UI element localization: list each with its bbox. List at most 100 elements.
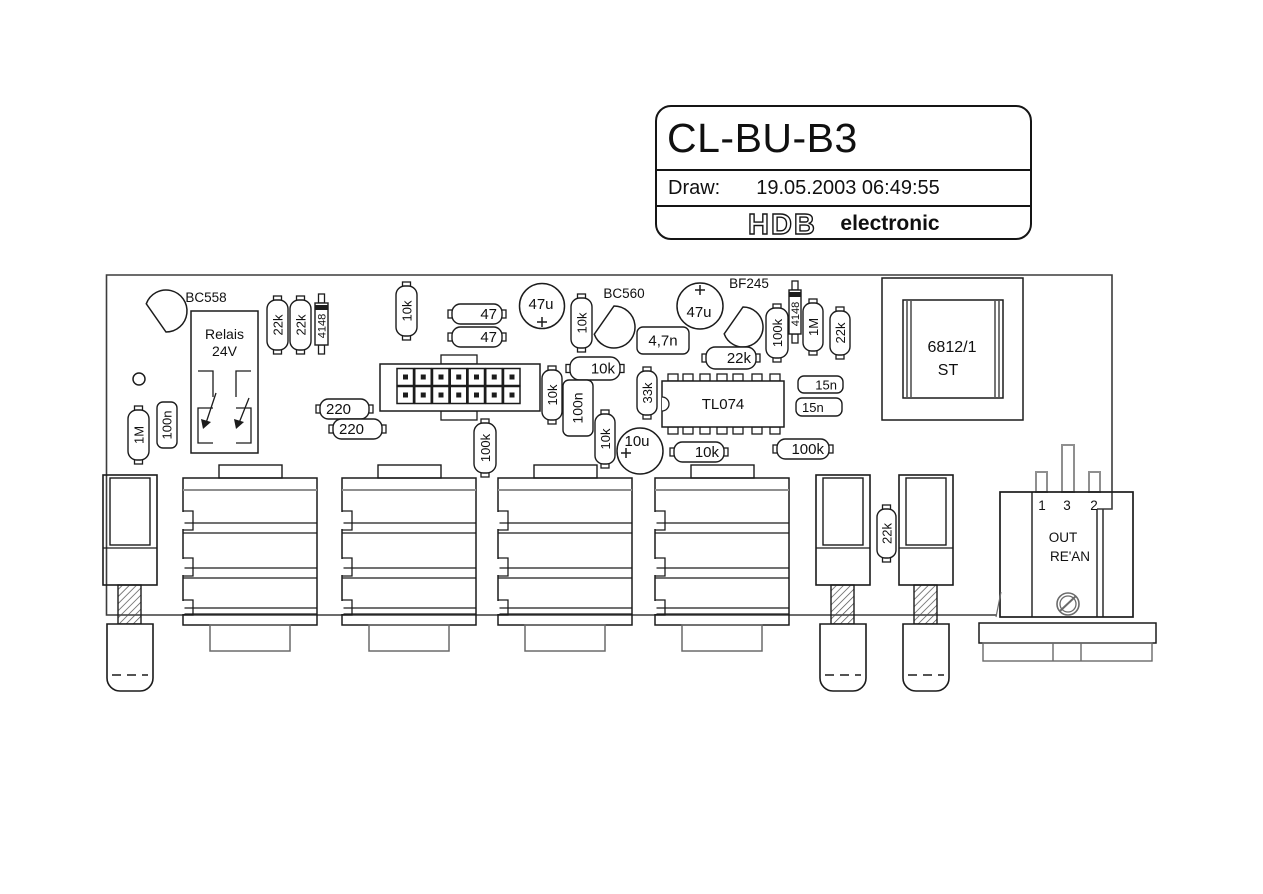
- transistor-body: [145, 289, 188, 333]
- component-label: 100n: [160, 411, 175, 440]
- cathode-band: [789, 292, 801, 297]
- xlr-pin-label: 2: [1090, 498, 1098, 513]
- component-label: 22k: [833, 322, 848, 343]
- hs-notch: [655, 599, 666, 616]
- transistor-bf245: [723, 306, 764, 348]
- relay-arrow: [205, 392, 217, 424]
- pot-knob: [106, 623, 154, 692]
- trimmer-pot-right: [898, 474, 954, 692]
- resistor-22k-e: 22k: [876, 504, 897, 563]
- shape: [156, 401, 178, 449]
- header-pin-pad: [491, 374, 497, 380]
- shape: [676, 282, 724, 330]
- module-inner: [902, 299, 1004, 399]
- component-label: 100k: [770, 318, 785, 347]
- pot-body: [898, 474, 954, 586]
- resistor-10k-d: 10k: [541, 365, 563, 425]
- component-label: 6812/1: [928, 339, 977, 356]
- component-label: 47u: [686, 304, 711, 321]
- shape: [791, 333, 799, 344]
- brand-suffix: electronic: [840, 211, 940, 235]
- shape: [395, 285, 418, 337]
- hs-notch: [183, 557, 194, 577]
- component-label: 10k: [574, 312, 589, 333]
- relay-contact: [235, 370, 252, 444]
- header-pin-pad: [420, 392, 426, 398]
- ic-pin: [682, 426, 694, 435]
- pot-body: [102, 474, 158, 586]
- cap-100n-b: 100n: [156, 401, 178, 449]
- component-label: ST: [938, 362, 959, 379]
- shape: [314, 302, 329, 346]
- xlr-pin-label: 3: [1063, 498, 1071, 513]
- shape: [1031, 492, 1104, 617]
- shape: [636, 326, 690, 355]
- resistor-100k-c: 100k: [772, 438, 834, 460]
- resistor-10k-e: 10k: [594, 409, 616, 469]
- hs-top-tab: [690, 464, 755, 479]
- header-pin-pad: [509, 392, 515, 398]
- hs-notch: [498, 510, 509, 531]
- component-label: 10k: [545, 384, 560, 405]
- resistor-10k-c: 10k: [565, 356, 625, 381]
- shape: [876, 508, 897, 559]
- hs-notch: [342, 510, 353, 531]
- connector-header-14pin: [379, 354, 541, 421]
- hdb-logo: HDB: [748, 209, 816, 239]
- hs-notch: [342, 599, 353, 616]
- component-label: 220: [339, 421, 364, 438]
- ic-pin: [769, 373, 781, 382]
- shape: [1052, 643, 1082, 661]
- trimmer-pot-mid: [815, 474, 871, 692]
- component-label: 10k: [591, 361, 616, 378]
- heatsink-block-3: [496, 464, 633, 652]
- title-block-brand-row: HDB electronic: [657, 205, 1030, 239]
- hs-notch-cut: [653, 559, 657, 575]
- transistor-body: [593, 305, 636, 349]
- relay-arrow: [238, 397, 250, 424]
- shape: [594, 413, 616, 465]
- module-6812-st: 6812/1ST: [881, 277, 1024, 421]
- resistor-100k-a: 100k: [765, 303, 789, 363]
- component-label: 24V: [212, 343, 238, 359]
- ic-tl074: TL074: [661, 373, 785, 435]
- ic-pin: [732, 426, 744, 435]
- polarity-plus: [537, 317, 547, 327]
- resistor-10k-f: 10k: [669, 441, 729, 463]
- hs-notch-cut: [181, 512, 185, 529]
- component-label: 15n: [815, 378, 837, 393]
- shape: [802, 302, 824, 352]
- hs-notch-cut: [340, 601, 344, 614]
- label-bc558: BC558: [185, 290, 226, 305]
- header-pin-pad: [403, 392, 408, 398]
- component-label: 22k: [293, 314, 308, 335]
- hs-notch-cut: [340, 512, 344, 529]
- shape: [317, 344, 326, 355]
- shape: [788, 289, 802, 335]
- transistor-bc560: [593, 305, 636, 349]
- component-label: 4,7n: [648, 333, 677, 350]
- relay-arrowhead: [201, 419, 211, 429]
- hs-body: [182, 477, 318, 626]
- hs-body: [341, 477, 477, 626]
- pot-shaft: [117, 584, 142, 625]
- resistor-1m-b: 1M: [127, 405, 150, 465]
- component-label: 4148: [790, 302, 802, 326]
- component-label: 22k: [727, 350, 752, 367]
- xlr-bracket: [978, 622, 1157, 644]
- component-label: 47u: [528, 296, 553, 313]
- label-bc558: BC558: [185, 290, 226, 305]
- header-pin-pad: [438, 392, 444, 398]
- ic-body: [661, 380, 785, 428]
- shape: [791, 280, 799, 291]
- cap-100n-a: 100n: [562, 379, 594, 437]
- pot-knob: [902, 623, 950, 692]
- title-block: CL-BU-B3 Draw: 19.05.2003 06:49:55 HDB e…: [655, 105, 1032, 240]
- hs-notch-cut: [181, 559, 185, 575]
- label-bc560: BC560: [603, 286, 644, 301]
- hs-notch: [655, 510, 666, 531]
- component-label: 47: [480, 306, 497, 323]
- resistor-22k-b: 22k: [289, 295, 312, 355]
- shape: [616, 427, 664, 475]
